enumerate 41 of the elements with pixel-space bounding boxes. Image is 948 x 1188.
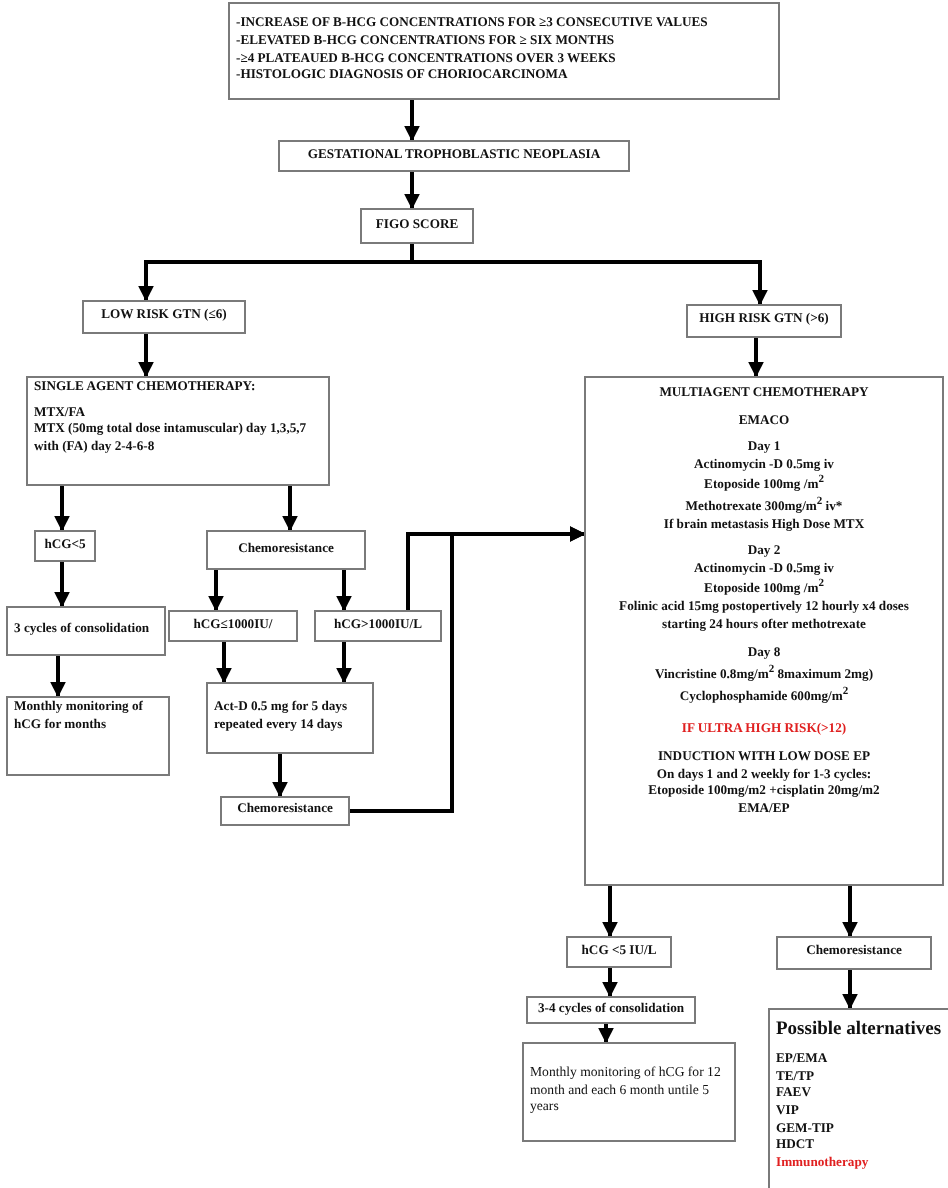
arrow: [748, 338, 764, 378]
arrow: [336, 570, 352, 612]
arrow: [410, 244, 768, 306]
process-box: [6, 696, 170, 776]
arrow: [138, 334, 154, 378]
process-box: [768, 1008, 948, 1188]
arrow: [50, 656, 66, 698]
arrow: [404, 172, 420, 210]
process-box: [278, 140, 630, 172]
process-box: [82, 300, 246, 334]
process-box: [34, 530, 96, 562]
process-box: [686, 304, 842, 338]
box-heading: Possible alternatives: [776, 1018, 942, 1043]
arrow: [216, 642, 232, 684]
arrow: [842, 886, 858, 938]
process-box: [206, 530, 366, 570]
process-box: [522, 1042, 736, 1142]
arrow: [336, 642, 352, 684]
process-box: [360, 208, 474, 244]
arrow: [282, 486, 298, 532]
process-box: [776, 936, 932, 970]
process-box: [566, 936, 672, 968]
arrow: [842, 970, 858, 1010]
process-box: [220, 796, 350, 826]
arrow: [602, 886, 618, 938]
process-box: [6, 606, 166, 656]
process-box: [206, 682, 374, 754]
arrow: [404, 100, 420, 142]
arrow: [598, 1024, 614, 1044]
arrow: [602, 968, 618, 998]
arrow: [208, 570, 224, 612]
process-box: [584, 376, 944, 886]
process-box: [526, 996, 696, 1024]
process-box: [26, 376, 330, 486]
process-box: [314, 610, 442, 642]
process-box: [228, 2, 780, 100]
arrow: [406, 526, 586, 610]
arrow: [54, 562, 70, 608]
arrow: [54, 486, 70, 532]
arrow: [272, 754, 288, 798]
process-box: [168, 610, 298, 642]
